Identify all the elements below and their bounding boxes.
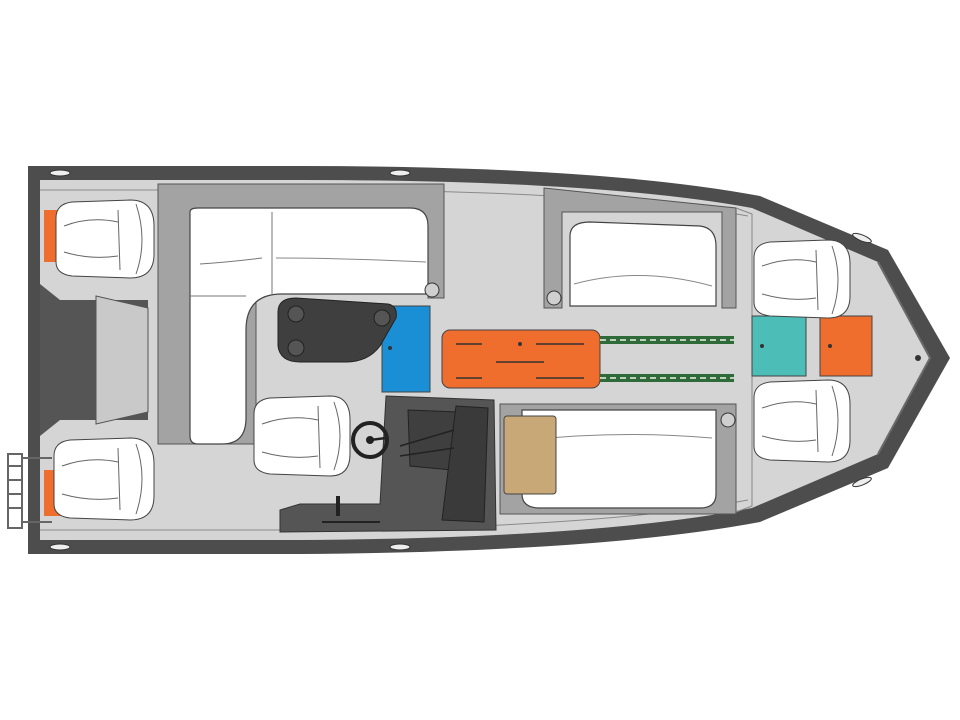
console-brace (399, 447, 455, 457)
cupholder-icon (287, 305, 305, 323)
cupholder-icon (373, 309, 391, 327)
bow-storage-orange (819, 315, 873, 377)
cooler (503, 415, 557, 495)
port-side-bench (569, 221, 717, 307)
post-icon (546, 290, 562, 306)
cupholder-icon (287, 339, 305, 357)
boarding-ladder (7, 453, 52, 529)
bow-edge (877, 261, 932, 455)
rear-lounge-seat-line (275, 257, 427, 263)
helm-windshield (441, 405, 489, 523)
rear-lounge-seam (190, 212, 273, 297)
cleat-icon (852, 476, 872, 488)
port-bench-frame (543, 187, 737, 309)
aft-jump-seat-table (277, 297, 397, 363)
rod-locker-upper (600, 336, 734, 344)
stern-seat-starboard (53, 437, 155, 521)
motor-well-floor (95, 295, 149, 425)
steering-wheel (351, 421, 389, 459)
stern-seat-port (55, 199, 155, 279)
post-icon (720, 412, 736, 428)
starboard-side-bench (521, 409, 717, 509)
cleat-icon (852, 232, 872, 244)
teal-latch-icon (760, 344, 764, 348)
cleat-icon (49, 543, 71, 551)
orange-latch-icon (828, 344, 832, 348)
bow-seat-starboard (753, 379, 851, 463)
rear-lounge (189, 207, 429, 445)
console-brace (399, 429, 455, 447)
livewell-latch-icon (388, 346, 392, 350)
cleat-icon (389, 543, 411, 551)
bow-light-icon (915, 355, 921, 361)
cleat-icon (49, 169, 71, 177)
helm-seat (253, 395, 351, 477)
cleat-icon (389, 169, 411, 177)
rod-locker-lower (600, 374, 734, 382)
port-bench-seam (573, 275, 713, 287)
stern-storage-port (44, 210, 58, 262)
bow-seat-port (753, 239, 851, 319)
throttle-lever (336, 496, 340, 516)
post-icon (424, 282, 440, 298)
center-storage-hatch (441, 329, 601, 389)
